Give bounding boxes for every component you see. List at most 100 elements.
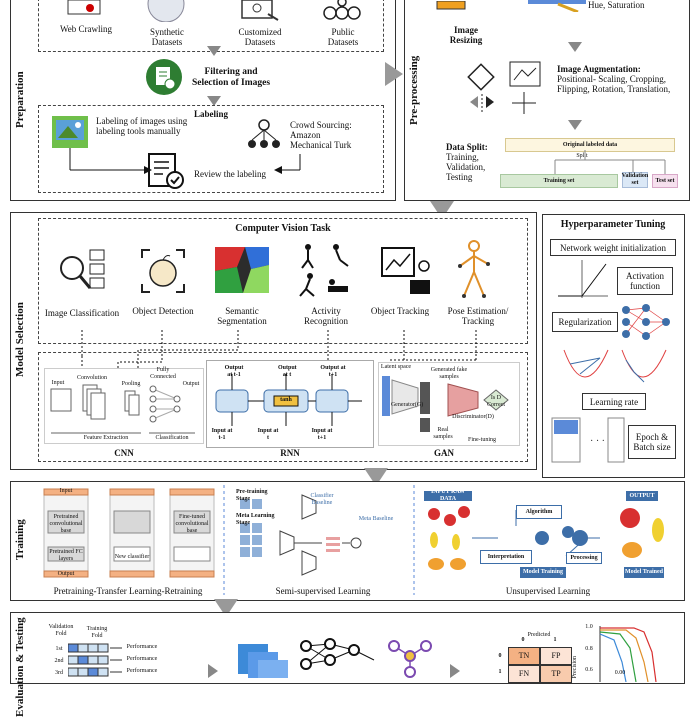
source-synthetic: Synthetic Datasets xyxy=(150,27,184,47)
filtering-text: Filtering and Selection of Images xyxy=(191,67,271,88)
cnn-classification: Classification xyxy=(155,435,189,441)
pretrain-input: Input xyxy=(59,488,73,494)
pretrain-fine-tuned: Fine-tuned convolutional base xyxy=(175,514,209,534)
kfold-grid xyxy=(68,643,122,677)
data-split-title: Data Split: xyxy=(446,142,488,152)
regularization-net-icon xyxy=(620,302,672,342)
arrow-eval-right-2 xyxy=(450,664,460,678)
arrow-filter-label xyxy=(207,96,221,106)
crowd-sourcing-text: Crowd Sourcing: Amazon Mechanical Turk xyxy=(290,120,352,150)
pr-tick-2: 0.8 xyxy=(585,646,593,652)
task-object-detection: Object Detection xyxy=(132,306,194,316)
pr-legend: 0.00 xyxy=(614,670,626,676)
hue-saturation-icon xyxy=(528,0,586,14)
source-customized: Customized Datasets xyxy=(238,27,282,47)
validation-set-box: Validation set xyxy=(621,172,649,188)
eval-training-fold: Training Fold xyxy=(86,626,108,639)
gan-latent: Latent space xyxy=(380,364,412,370)
gan-shapes xyxy=(382,376,509,432)
crowd-sourcing-icon xyxy=(244,118,284,152)
hp-activation: Activation function xyxy=(617,267,673,295)
cm-row-0: 0 xyxy=(494,649,506,663)
eval-iter-3: 3rd xyxy=(55,670,63,676)
pr-tick-1: 1.0 xyxy=(585,624,593,630)
rnn-tanh: tanh xyxy=(280,397,292,403)
pretrain-fc-layers: Pretrained FC layers xyxy=(49,549,83,562)
hue-saturation-text: Hue, Saturation xyxy=(588,0,645,10)
labeling-connector-lines xyxy=(69,148,301,174)
original-labeled-data-box: Original labeled data xyxy=(505,138,675,152)
review-text: Review the labeling xyxy=(194,169,266,179)
cm-col-0: 0 xyxy=(508,637,538,643)
pose-estimation-icon xyxy=(454,240,494,300)
unsup-processing: Processing xyxy=(566,552,602,564)
augmentation-title: Image Augmentation: xyxy=(557,64,641,74)
eval-performance-1: Performance xyxy=(126,644,158,650)
resize-image-icon xyxy=(436,0,466,10)
gan-real-samples: Real samples xyxy=(433,427,453,440)
rnn-out-tminus: Output at t-1 xyxy=(224,365,244,378)
image-resizing-text: Image Resizing xyxy=(449,25,483,45)
arrow-resize-augment xyxy=(568,42,582,52)
training-caption-semi: Semi-supervised Learning xyxy=(275,586,371,596)
cm-row-1: 1 xyxy=(494,665,506,679)
cm-tn: TN xyxy=(508,647,540,665)
pretrain-new-classifier: New classifier xyxy=(114,554,150,560)
semi-meta-learning-stage: Meta Learning Stage xyxy=(236,513,275,526)
filter-selection-icon xyxy=(144,58,184,96)
networks-box xyxy=(38,352,528,462)
rnn-in-t: Input at t xyxy=(257,428,279,441)
graph-output-icon xyxy=(388,640,432,678)
rotate-flip-icon xyxy=(464,62,500,120)
unsup-input-raw-data: INPUT RAW DATA xyxy=(424,489,472,502)
activation-plot-icon xyxy=(552,258,610,300)
training-caption-unsup: Unsupervised Learning xyxy=(505,586,591,596)
unsup-algorithm: Algorithm xyxy=(516,505,562,519)
rnn-cells xyxy=(215,374,362,426)
arrow-prep-to-preprocess xyxy=(385,62,403,86)
gan-discriminator: Discriminator(D) xyxy=(452,414,494,420)
image-classification-icon xyxy=(58,246,108,296)
unsup-interpretation: Interpretation xyxy=(480,550,532,564)
review-icon xyxy=(147,152,185,190)
epoch-batch-icon: · · · xyxy=(550,416,626,466)
cnn-input: Input xyxy=(51,380,65,386)
gan-fake-samples: Generated fake samples xyxy=(430,367,468,380)
pr-tick-3: 0.6 xyxy=(585,667,593,673)
unsup-model-training: Model Training xyxy=(520,567,566,578)
data-split-body: Training, Validation, Testing xyxy=(446,152,486,182)
pretraining-diagram xyxy=(43,488,215,578)
unsup-output-fruits xyxy=(620,508,664,558)
arrow-augment-split xyxy=(568,120,582,130)
svg-text:· · ·: · · · xyxy=(590,436,605,447)
unsup-fruits xyxy=(428,506,470,570)
gan-generator: Generator(G) xyxy=(390,402,424,408)
preparation-label: Preparation xyxy=(14,71,26,129)
eval-iter-1: 1st xyxy=(55,646,63,652)
task-object-tracking: Object Tracking xyxy=(370,306,430,316)
training-separators xyxy=(223,485,415,595)
customized-datasets-icon xyxy=(238,0,282,22)
scale-translate-icon xyxy=(506,60,546,118)
cnn-output: Output xyxy=(182,381,200,387)
learning-rate-curves-icon xyxy=(560,344,672,390)
preprocessing-label: Pre-processing xyxy=(408,55,420,125)
gan-fine-tuning: Fine-tuning xyxy=(468,437,496,443)
synthetic-datasets-icon xyxy=(143,0,189,23)
source-web-crawling: Web Crawling xyxy=(59,24,112,34)
cm-fn: FN xyxy=(508,665,540,683)
task-semantic-segmentation: Semantic Segmentation xyxy=(217,306,267,326)
semi-supervised-diagram xyxy=(240,494,362,576)
split-tree-lines xyxy=(554,150,666,174)
activity-recognition-icon xyxy=(296,242,352,300)
public-datasets-icon xyxy=(322,0,362,22)
test-set-box: Test set xyxy=(652,174,678,188)
semi-meta-baseline: Meta Baseline xyxy=(358,516,394,522)
web-crawling-icon xyxy=(66,0,102,18)
pretrain-conv-base: Pretrained convolutional base xyxy=(49,514,83,534)
task-image-classification: Image Classification xyxy=(44,308,120,318)
labeling-box xyxy=(38,105,384,193)
hp-weight-init: Network weight initialization xyxy=(550,239,676,256)
labeling-tool-icon xyxy=(52,116,92,150)
pretrain-output: Output xyxy=(57,571,75,577)
